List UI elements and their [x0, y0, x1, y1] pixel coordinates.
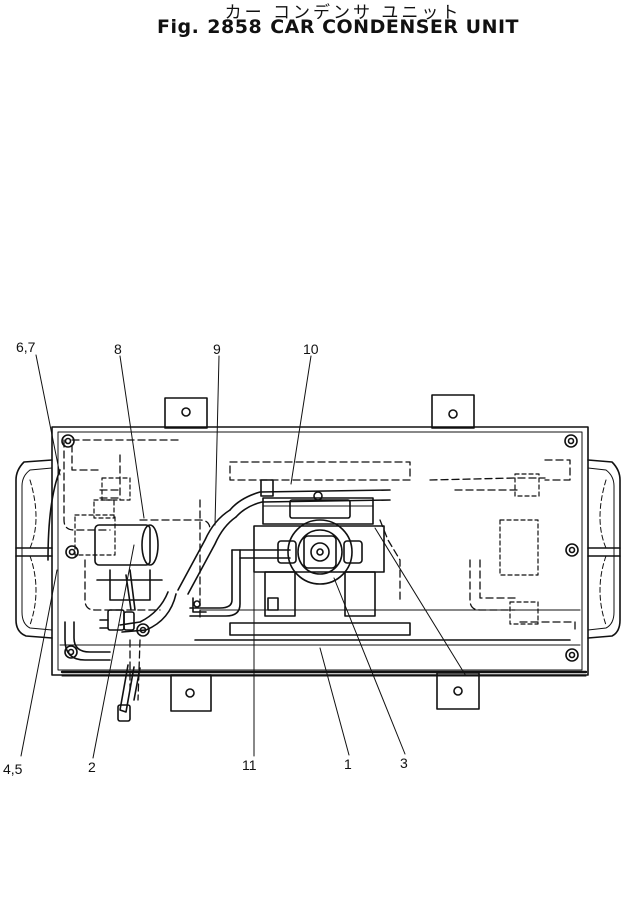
- title-english: CAR CONDENSER UNIT: [270, 16, 519, 38]
- callout-10: 10: [303, 341, 319, 357]
- title-japanese: カー コンデンサ ユニット: [224, 3, 462, 23]
- leader-lines: [20, 354, 467, 759]
- callout-9: 9: [213, 341, 221, 357]
- frame: [51, 426, 589, 677]
- callout-labels: 6,7 8 9 10 4,5 2 11 1 3: [3, 339, 408, 777]
- callout-3: 3: [400, 755, 408, 771]
- solid-piping: [47, 469, 391, 661]
- callout-2: 2: [88, 759, 96, 775]
- dashed-fittings: [74, 473, 540, 625]
- lower-rails: [59, 597, 581, 646]
- fig-prefix: Fig.: [156, 16, 200, 38]
- figure-title: Fig. 2858 CAR CONDENSER UNIT: [0, 16, 626, 38]
- callout-4-5: 4,5: [3, 761, 23, 777]
- top-mounting-brackets: [164, 394, 475, 429]
- callout-11: 11: [242, 757, 257, 773]
- callout-8: 8: [114, 341, 122, 357]
- frame-bolts: [61, 434, 579, 662]
- bottom-mounting-brackets: [170, 672, 480, 712]
- pipe-fittings: [107, 609, 150, 722]
- receiver-drier-assembly: [253, 479, 385, 617]
- hidden-piping: [63, 439, 576, 701]
- callout-1: 1: [344, 756, 352, 772]
- motor-unit: [94, 524, 163, 611]
- fig-number: 2858: [207, 16, 263, 38]
- left-fan-guard: [15, 459, 53, 639]
- right-fan-guard: [587, 459, 621, 639]
- callout-6-7: 6,7: [16, 339, 36, 355]
